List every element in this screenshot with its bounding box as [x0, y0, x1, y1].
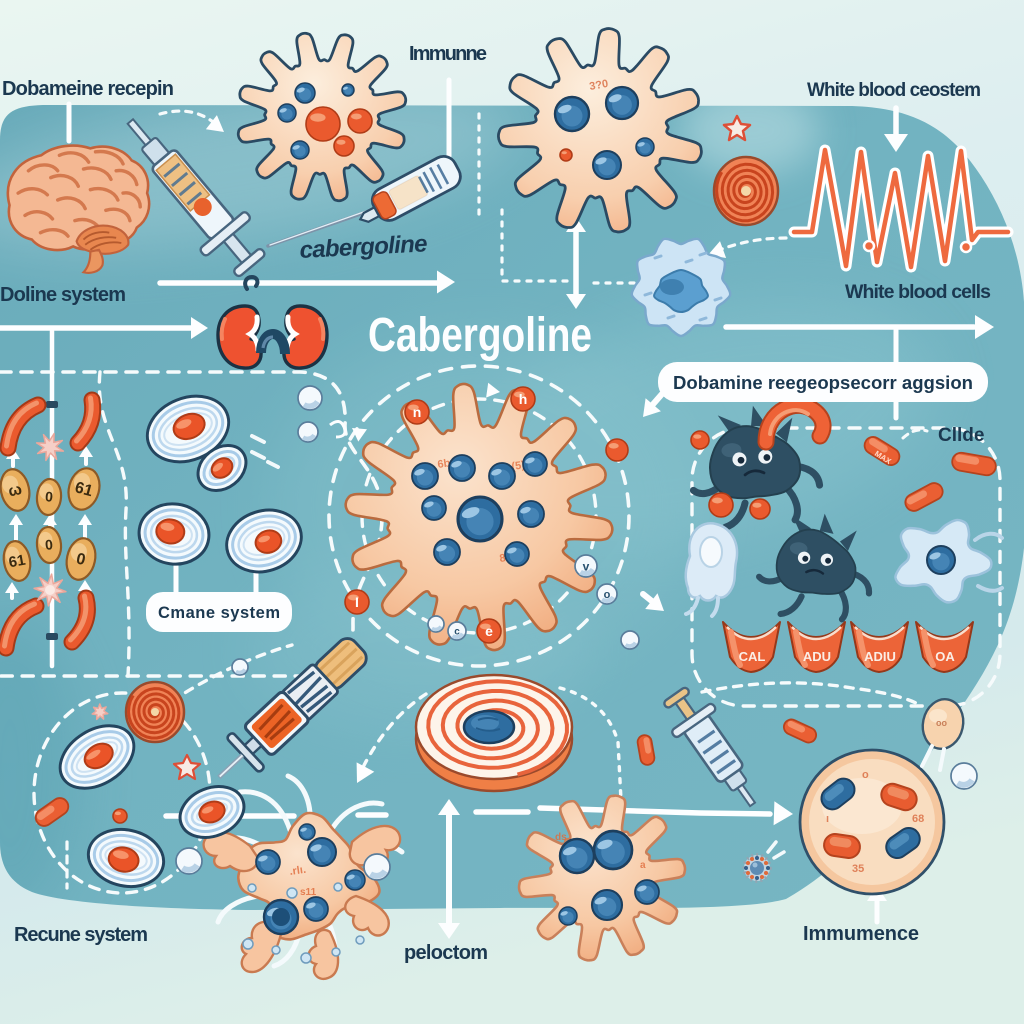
svg-text:h: h: [519, 391, 528, 407]
svg-text:Cmane system: Cmane system: [158, 604, 280, 622]
svg-text:Doline system: Doline system: [0, 284, 126, 306]
svg-text:cabergoline: cabergoline: [299, 230, 428, 264]
svg-text:6b: 6b: [437, 457, 452, 471]
svg-text:Immunne: Immunne: [409, 43, 487, 65]
svg-text:White blood cells: White blood cells: [845, 281, 991, 303]
svg-text:35: 35: [852, 863, 864, 875]
svg-text:v: v: [583, 559, 590, 573]
svg-text:Immumence: Immumence: [803, 923, 919, 945]
svg-text:CAL: CAL: [739, 649, 766, 664]
svg-text:e: e: [485, 623, 493, 639]
svg-text:o: o: [862, 769, 869, 781]
svg-text:o: o: [604, 589, 611, 601]
svg-text:ı: ı: [826, 813, 829, 825]
svg-text:68: 68: [912, 813, 924, 825]
svg-text:Dobameine recepin: Dobameine recepin: [2, 78, 174, 100]
svg-text:.rlı.: .rlı.: [289, 864, 307, 878]
svg-text:0: 0: [44, 536, 53, 553]
svg-text:Cabergoline: Cabergoline: [368, 309, 592, 362]
svg-text:ADU: ADU: [803, 649, 831, 664]
svg-text:n: n: [413, 404, 422, 420]
svg-text:White blood ceostem: White blood ceostem: [807, 80, 981, 101]
svg-text:0: 0: [75, 550, 87, 568]
svg-text:Cllde: Cllde: [938, 425, 984, 446]
svg-text:Dobamine reegeopsecorr aggsion: Dobamine reegeopsecorr aggsion: [673, 373, 973, 393]
svg-text:61: 61: [7, 552, 26, 572]
svg-text:ADIU: ADIU: [864, 649, 896, 664]
svg-text:s11: s11: [300, 887, 317, 898]
svg-text:ω: ω: [7, 481, 24, 500]
svg-text:c: c: [454, 627, 460, 638]
svg-text:I: I: [355, 594, 359, 610]
svg-text:oo: oo: [936, 718, 947, 728]
svg-text:0: 0: [44, 488, 53, 505]
svg-text:peloctom: peloctom: [404, 942, 488, 964]
svg-text:a: a: [640, 860, 646, 871]
svg-text:OA: OA: [935, 649, 955, 664]
svg-text:61: 61: [73, 479, 95, 500]
svg-text:3?0: 3?0: [588, 78, 609, 93]
svg-text:Recune system: Recune system: [14, 924, 148, 946]
svg-text:ds: ds: [555, 832, 567, 843]
